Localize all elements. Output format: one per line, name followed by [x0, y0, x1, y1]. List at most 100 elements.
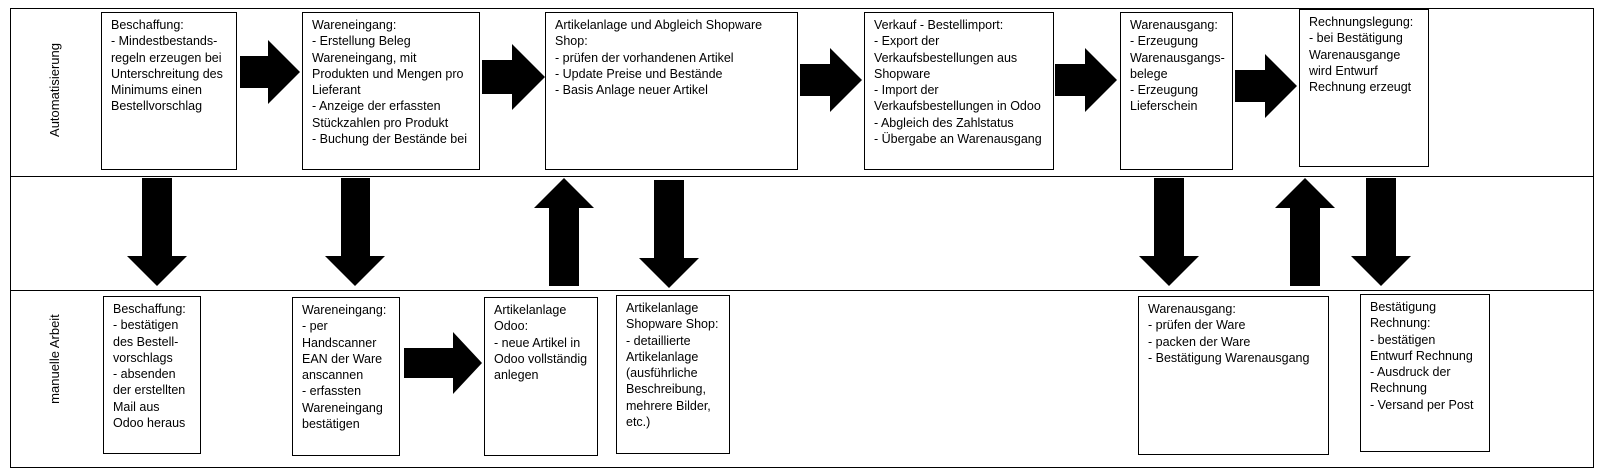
- box-line: - prüfen der vorhandenen Artikel: [555, 50, 734, 65]
- box-line: Stückzahlen pro Produkt: [312, 115, 449, 130]
- arrow-warenausgang-to-rechnung: [1235, 54, 1297, 118]
- box-line: - packen der Ware: [1148, 334, 1251, 349]
- box-line: (ausführliche: [626, 366, 698, 381]
- box-line: Verkaufsbestellungen in Odoo: [874, 99, 1041, 114]
- box-line: Verkaufsbestellungen aus: [874, 50, 1018, 65]
- box-line: Shopware: [874, 66, 931, 81]
- box-line: - Bestätigung Warenausgang: [1148, 350, 1310, 365]
- box-line: Minimums einen: [111, 83, 203, 98]
- arrow-verkauf-to-warenausgang: [1055, 48, 1117, 112]
- arrow-wareneingang-to-artikelanlage: [482, 44, 545, 110]
- arrow-artikelanlage-to-verkauf: [800, 48, 862, 112]
- box-line: Produkten und Mengen pro: [312, 66, 464, 81]
- box-line: - Erzeugung: [1130, 83, 1199, 98]
- box-line: anlegen: [494, 368, 539, 383]
- box-line: Odoo:: [494, 319, 529, 334]
- box-title: Wareneingang:: [312, 18, 397, 32]
- box-line: Shopware Shop:: [626, 317, 719, 332]
- arrow-beschaffung-down: [127, 178, 187, 286]
- box-line: Odoo heraus: [113, 416, 186, 431]
- box-line: Rechnung: [1370, 381, 1427, 396]
- box-line: - bei Bestätigung: [1309, 31, 1403, 46]
- box-line: - Update Preise und Bestände: [555, 66, 723, 81]
- box-line: regeln erzeugen bei: [111, 50, 222, 65]
- box-title: Beschaffung:: [113, 302, 186, 316]
- box-line: - detaillierte: [626, 333, 691, 348]
- box-title: Artikelanlage und Abgleich Shopware: [555, 18, 763, 32]
- box-title: Wareneingang:: [302, 303, 387, 317]
- box-line: - Basis Anlage neuer Artikel: [555, 83, 708, 98]
- arrow-warenausgang-manual-up: [1275, 178, 1335, 286]
- arrow-artikelanlage-down: [639, 180, 699, 288]
- box-title: Rechnungslegung:: [1309, 15, 1414, 29]
- box-title: Artikelanlage: [626, 301, 699, 315]
- box-line: - neue Artikel in: [494, 335, 581, 350]
- box-line: - prüfen der Ware: [1148, 318, 1246, 333]
- box-line: Unterschreitung des: [111, 66, 223, 81]
- box-title: Bestätigung: [1370, 300, 1437, 314]
- box-line: - Erzeugung: [1130, 34, 1199, 49]
- box-title: Warenausgang:: [1148, 302, 1236, 316]
- box-line: der erstellten: [113, 383, 186, 398]
- box-line: - Erstellung Beleg: [312, 34, 411, 49]
- box-line: Lieferschein: [1130, 99, 1198, 114]
- box-line: Handscanner: [302, 335, 377, 350]
- box-line: Beschreibung,: [626, 382, 706, 397]
- box-line: vorschlags: [113, 350, 173, 365]
- box-line: - Buchung der Bestände bei: [312, 132, 467, 147]
- box-title: Warenausgang:: [1130, 18, 1218, 32]
- box-line: - Import der: [874, 83, 939, 98]
- box-line: bestätigen: [302, 417, 360, 432]
- box-line: - Mindestbestands-: [111, 34, 218, 49]
- box-warenausgang-manual: Warenausgang: - prüfen der Ware- packen d…: [1138, 296, 1329, 455]
- box-line: - bestätigen: [113, 318, 179, 333]
- box-line: Warenausgangs-: [1130, 50, 1225, 65]
- box-line: Warenausgange: [1309, 47, 1401, 62]
- box-line: Entwurf Rechnung: [1370, 348, 1473, 363]
- box-line: Rechnung erzeugt: [1309, 80, 1412, 95]
- box-line: belege: [1130, 66, 1168, 81]
- box-line: Wareneingang: [302, 400, 383, 415]
- arrow-wareneingang-down: [325, 178, 385, 286]
- box-line: des Bestell-: [113, 334, 179, 349]
- box-beschaffung-auto: Beschaffung: - Mindestbestands-regeln erz…: [101, 12, 237, 170]
- lane-divider-upper: [10, 176, 1594, 177]
- box-line: - Export der: [874, 34, 940, 49]
- box-line: - Ausdruck der: [1370, 365, 1451, 380]
- arrow-manual-wareneingang-to-odoo: [404, 332, 482, 394]
- box-title: Beschaffung:: [111, 18, 184, 32]
- box-line: - Versand per Post: [1370, 397, 1474, 412]
- box-line: mehrere Bilder,: [626, 398, 711, 413]
- arrow-warenausgang-down: [1139, 178, 1199, 286]
- box-line: - Anzeige der erfassten: [312, 99, 441, 114]
- box-line: Lieferant: [312, 83, 361, 98]
- box-line: Odoo vollständig: [494, 351, 588, 366]
- box-line: - bestätigen: [1370, 332, 1436, 347]
- box-line: anscannen: [302, 368, 364, 383]
- box-line: - Abgleich des Zahlstatus: [874, 115, 1014, 130]
- box-line: - Übergabe an Warenausgang: [874, 132, 1042, 147]
- swimlane-frame: [10, 8, 1594, 468]
- box-line: wird Entwurf: [1309, 63, 1378, 78]
- box-line: Bestellvorschlag: [111, 99, 203, 114]
- arrow-artikel-odoo-up: [534, 178, 594, 286]
- lane-divider-lower: [10, 290, 1594, 291]
- box-title: Verkauf - Bestellimport:: [874, 18, 1004, 32]
- box-title: Artikelanlage: [494, 303, 567, 317]
- box-line: etc.): [626, 415, 651, 430]
- arrow-beschaffung-to-wareneingang: [240, 40, 300, 104]
- box-line: Mail aus: [113, 399, 160, 414]
- box-line: Rechnung:: [1370, 316, 1431, 331]
- box-line: - per: [302, 319, 328, 334]
- box-line: Wareneingang, mit: [312, 50, 417, 65]
